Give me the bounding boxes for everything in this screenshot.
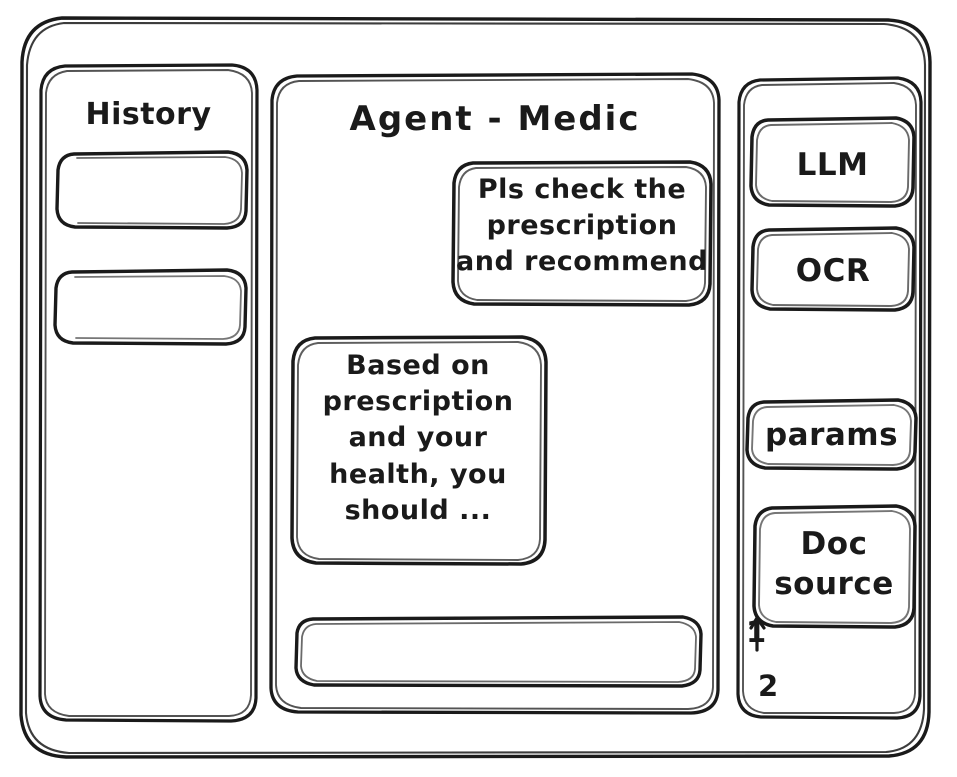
- doc-source-reference-2[interactable]: 2: [758, 669, 779, 703]
- agent-panel-outline: [269, 72, 721, 715]
- history-item-1-outline: [55, 150, 249, 230]
- doc-source-connector: [749, 616, 766, 652]
- doc-source-reference-1[interactable]: 1: [746, 615, 767, 649]
- composer-input-outline: [294, 615, 703, 688]
- tool-params-outline: [745, 398, 918, 471]
- tool-ocr-label[interactable]: OCR: [795, 253, 871, 289]
- agent-panel-title: Agent - Medic: [349, 99, 641, 139]
- history-item-1-label[interactable]: [57, 178, 247, 224]
- history-panel-outline: [38, 63, 259, 723]
- assistant-message-text: Based on prescription and your health, y…: [322, 350, 514, 526]
- history-panel-title: History: [85, 97, 212, 132]
- tool-doc-source-outline: [752, 504, 917, 629]
- tool-llm-label[interactable]: LLM: [796, 147, 869, 183]
- tool-params-label[interactable]: params: [764, 417, 899, 453]
- window-frame: [19, 16, 932, 759]
- tool-doc-source-label[interactable]: Doc source: [774, 526, 894, 603]
- history-item-2-label[interactable]: [55, 295, 245, 341]
- tool-llm-outline: [749, 116, 916, 208]
- tools-panel-outline: [736, 76, 923, 720]
- tool-ocr-outline: [750, 226, 916, 312]
- history-item-2-outline: [53, 268, 248, 346]
- user-message-bubble-outline: [451, 160, 713, 307]
- user-message-text: Pls check the prescription and recommend: [456, 174, 708, 278]
- assistant-message-bubble-outline: [290, 335, 548, 566]
